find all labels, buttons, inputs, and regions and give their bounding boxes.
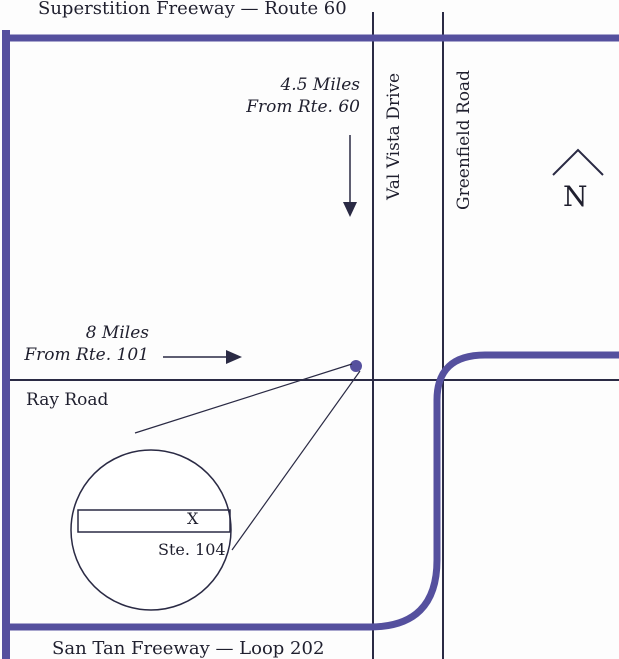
south-arrow-head bbox=[343, 202, 357, 217]
inset-circle bbox=[70, 449, 232, 611]
val-vista-drive-label: Val Vista Drive bbox=[384, 72, 404, 200]
north-chevron-icon bbox=[552, 148, 604, 176]
east-arrow-head bbox=[226, 350, 242, 364]
east-note-line1: 8 Miles bbox=[85, 323, 149, 343]
east-direction-note: 8 Miles From Rte. 101 bbox=[24, 322, 149, 366]
inset-callout-line bbox=[231, 370, 361, 551]
route-60-label: Superstition Freeway — Route 60 bbox=[38, 0, 347, 19]
east-note-line2: From Rte. 101 bbox=[24, 345, 149, 365]
inset-callout-line bbox=[134, 363, 353, 434]
location-dot bbox=[350, 360, 362, 372]
south-direction-note: 4.5 Miles From Rte. 60 bbox=[246, 74, 360, 118]
building-rectangle bbox=[77, 509, 231, 533]
suite-marker: X bbox=[187, 509, 199, 528]
greenfield-road-label: Greenfield Road bbox=[454, 70, 474, 210]
north-label: N bbox=[563, 180, 588, 213]
south-note-line2: From Rte. 60 bbox=[246, 97, 360, 117]
loop-202-label: San Tan Freeway — Loop 202 bbox=[52, 638, 325, 659]
loop-202-freeway bbox=[6, 351, 619, 631]
ray-road-label: Ray Road bbox=[26, 390, 109, 410]
south-note-line1: 4.5 Miles bbox=[280, 75, 360, 95]
suite-label: Ste. 104 bbox=[158, 540, 226, 559]
